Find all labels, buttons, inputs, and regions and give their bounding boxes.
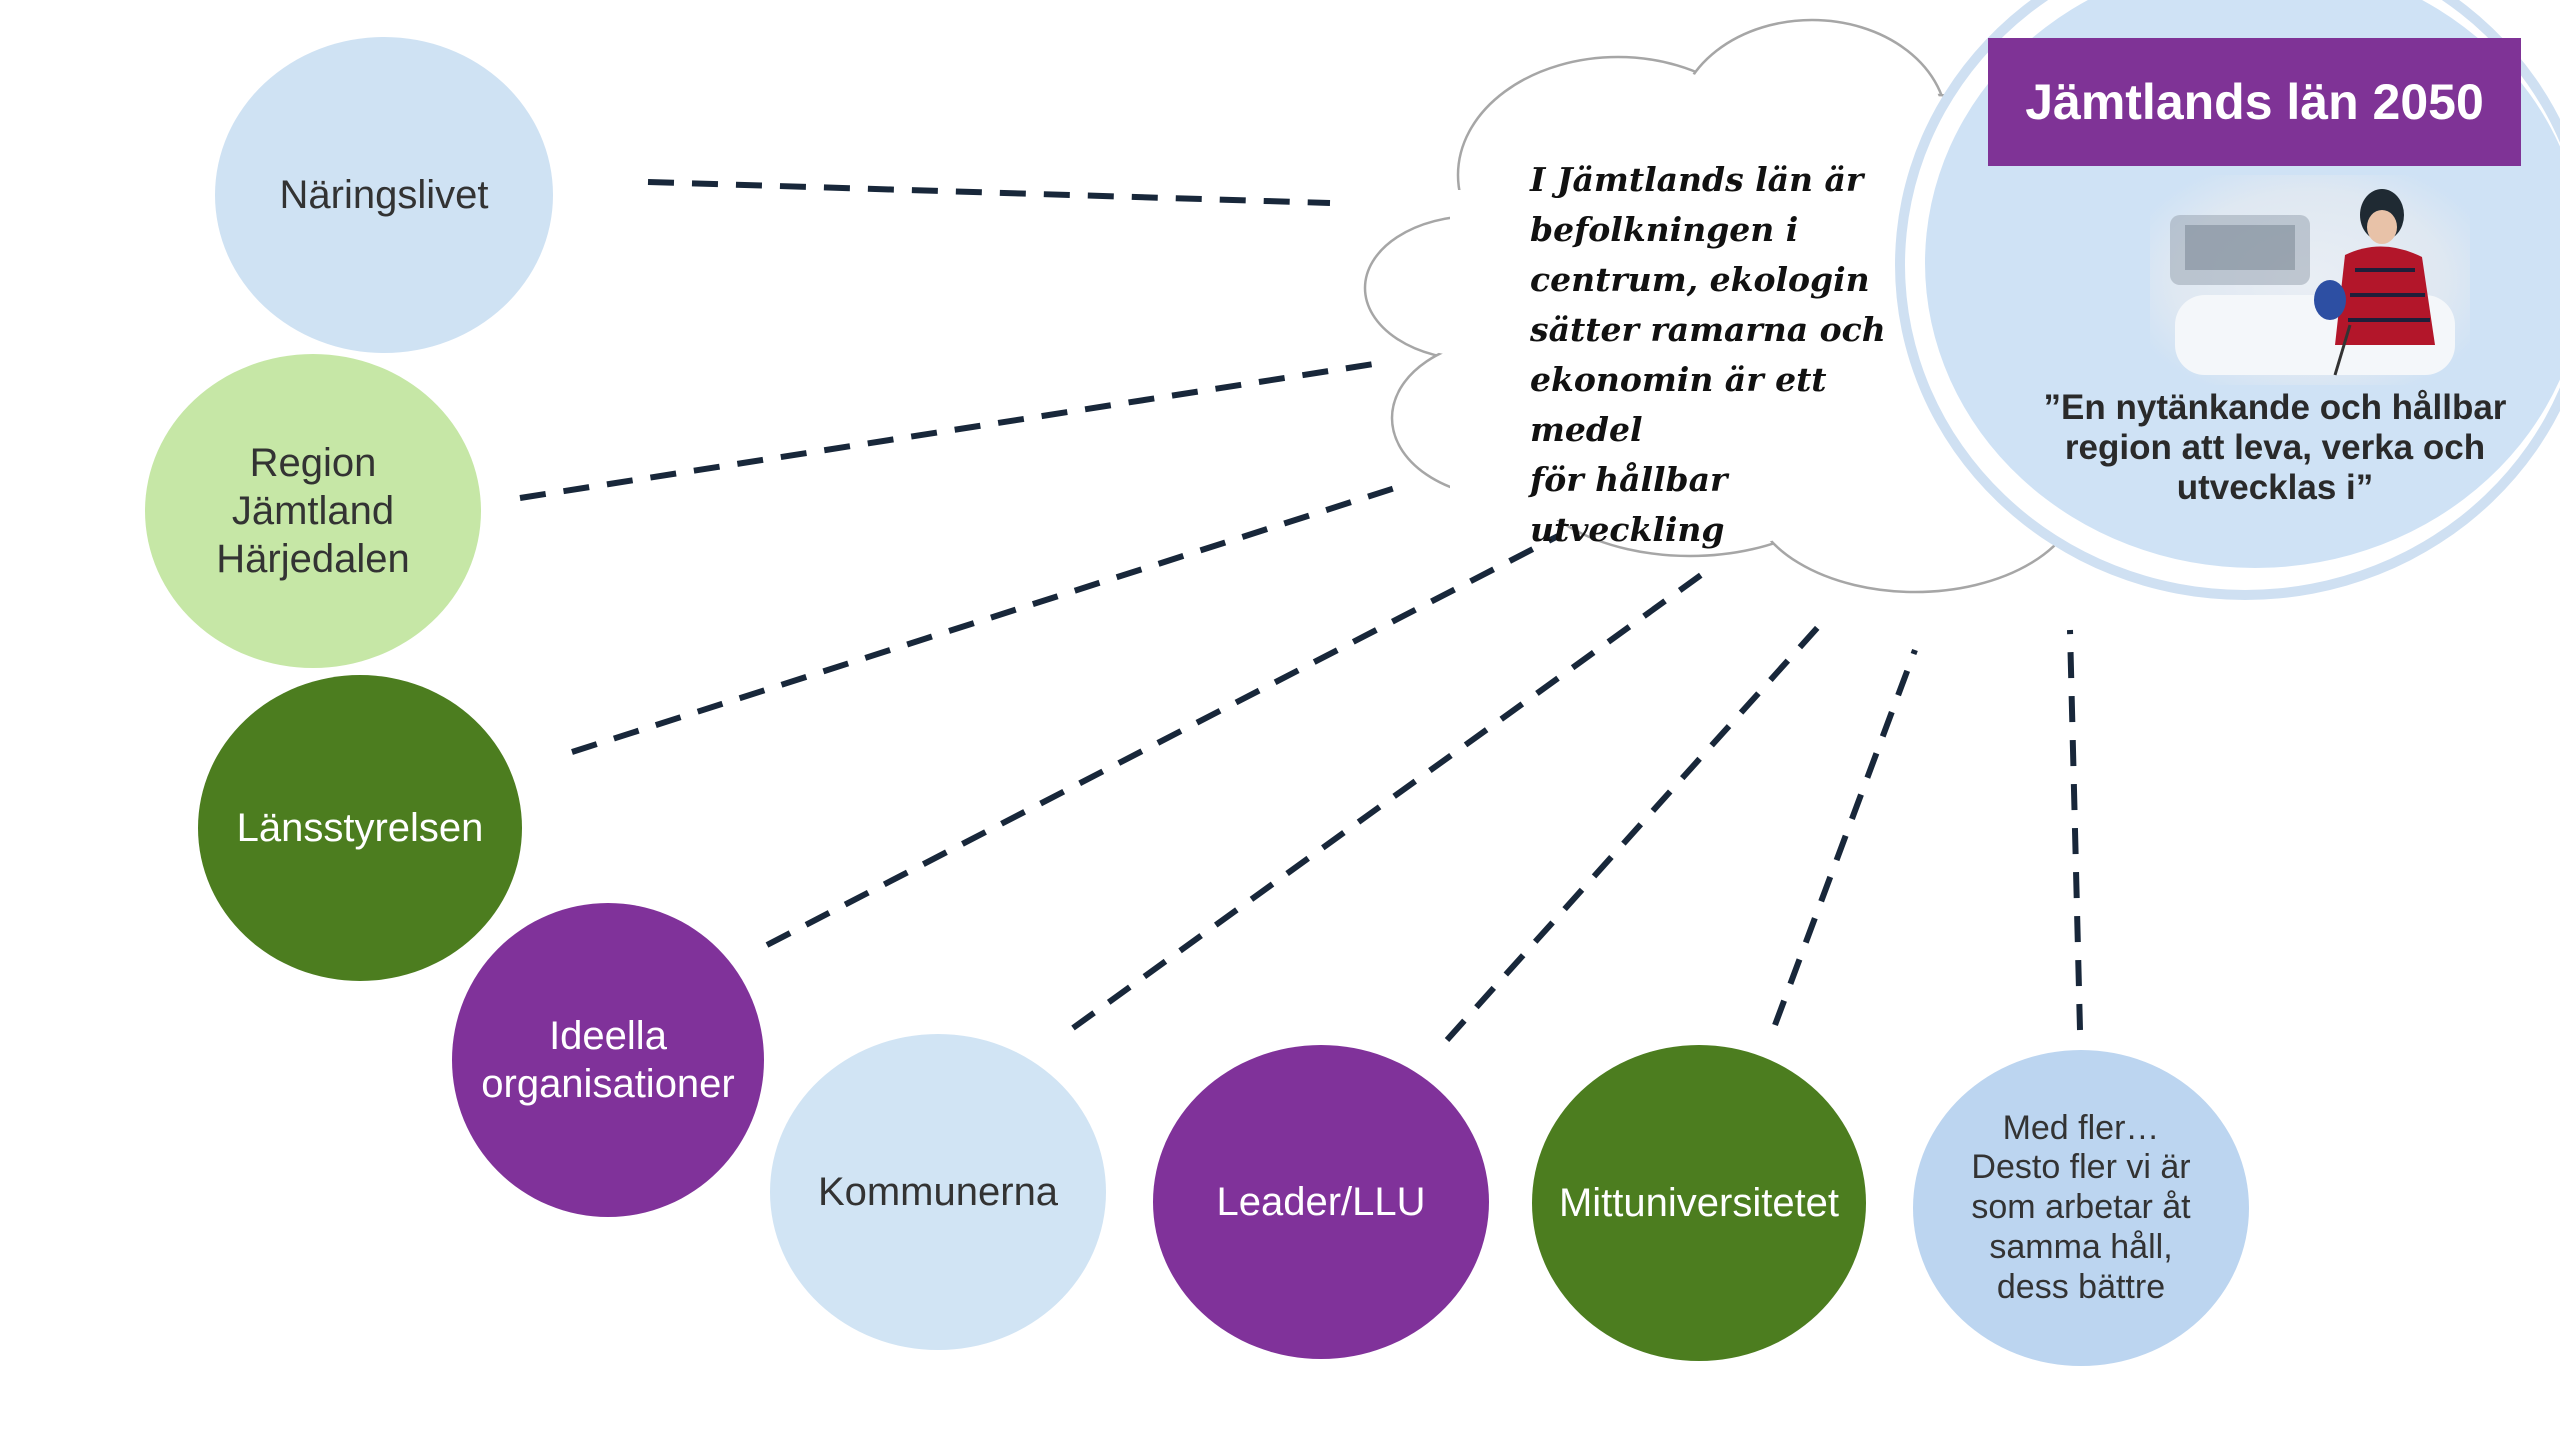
node-label-naringslivet: Näringslivet [279,173,489,217]
node-label-region-jamtland-harjedalen: Region Jämtland Härjedalen [216,441,410,581]
connector-med-fler [2067,629,2083,1031]
cloud-statement: I Jämtlands län är befolkningen i centru… [1530,160,1886,549]
node-region-jamtland-harjedalen: Region Jämtland Härjedalen [145,354,481,668]
node-label-mittuniversitetet: Mittuniversitetet [1558,1181,1840,1225]
node-leader-llu: Leader/LLU [1153,1045,1489,1359]
connector-lansstyrelsen [571,485,1396,755]
node-label-med-fler: Med fler… Desto fler vi är som arbetar å… [1971,1108,2191,1306]
vision-title: Jämtlands län 2050 [1988,38,2521,166]
node-ideella-organisationer: Ideella organisationer [452,903,764,1217]
node-kommunerna: Kommunerna [770,1034,1106,1350]
connector-leader [1444,614,1830,1043]
node-label-lansstyrelsen: Länsstyrelsen [236,806,484,850]
vision-quote: ”En nytänkande och hållbar region att le… [2043,388,2507,507]
node-lansstyrelsen: Länsstyrelsen [198,675,522,981]
vision-photo [2150,175,2470,385]
connector-mittuniversitetet [1772,648,1918,1027]
connector-naringslivet [647,179,1331,206]
node-label-kommunerna: Kommunerna [817,1170,1059,1214]
node-naringslivet: Näringslivet [215,37,553,353]
node-mittuniversitetet: Mittuniversitetet [1532,1045,1866,1361]
connector-ideella [765,532,1562,948]
node-med-fler: Med fler… Desto fler vi är som arbetar å… [1913,1050,2249,1366]
node-label-ideella-organisationer: Ideella organisationer [481,1014,735,1106]
connector-region [519,360,1381,501]
node-label-leader-llu: Leader/LLU [1216,1180,1426,1224]
